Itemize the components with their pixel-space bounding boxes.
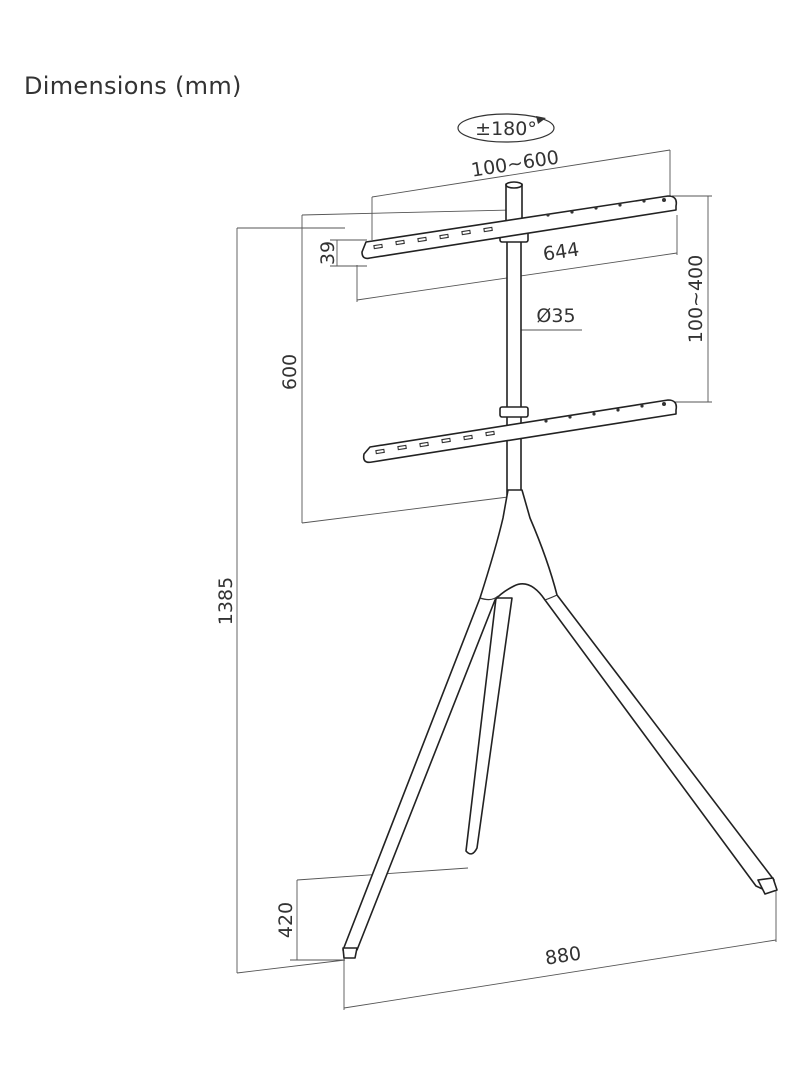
label-bracket-height: 39: [317, 241, 339, 265]
label-bracket-length: 644: [542, 239, 581, 266]
label-bracket-drop: 600: [279, 354, 301, 390]
dim-bracket-height-lines: [330, 239, 367, 267]
label-vesa-height: 100~400: [685, 255, 707, 343]
dim-base-width-lines: [343, 890, 777, 1010]
label-total-height: 1385: [215, 577, 237, 625]
label-rotation: ±180°: [475, 118, 537, 140]
stand-back-leg: [465, 597, 513, 855]
lower-bracket: [362, 399, 678, 464]
label-foot-offset: 420: [275, 902, 297, 938]
dim-vesa-width-lines: [371, 149, 671, 240]
stand-legs: [342, 489, 778, 959]
rotation-indicator: [457, 113, 555, 143]
upper-bracket: [361, 195, 678, 260]
label-vesa-width: 100~600: [470, 146, 561, 181]
diagram-title: Dimensions (mm): [24, 72, 242, 100]
dim-total-height-lines: [236, 227, 346, 974]
dim-bracket-drop-lines: [301, 209, 511, 524]
dim-vesa-height-lines: [672, 195, 712, 403]
label-base-width: 880: [543, 942, 582, 969]
label-pole-diameter: Ø35: [536, 305, 575, 327]
